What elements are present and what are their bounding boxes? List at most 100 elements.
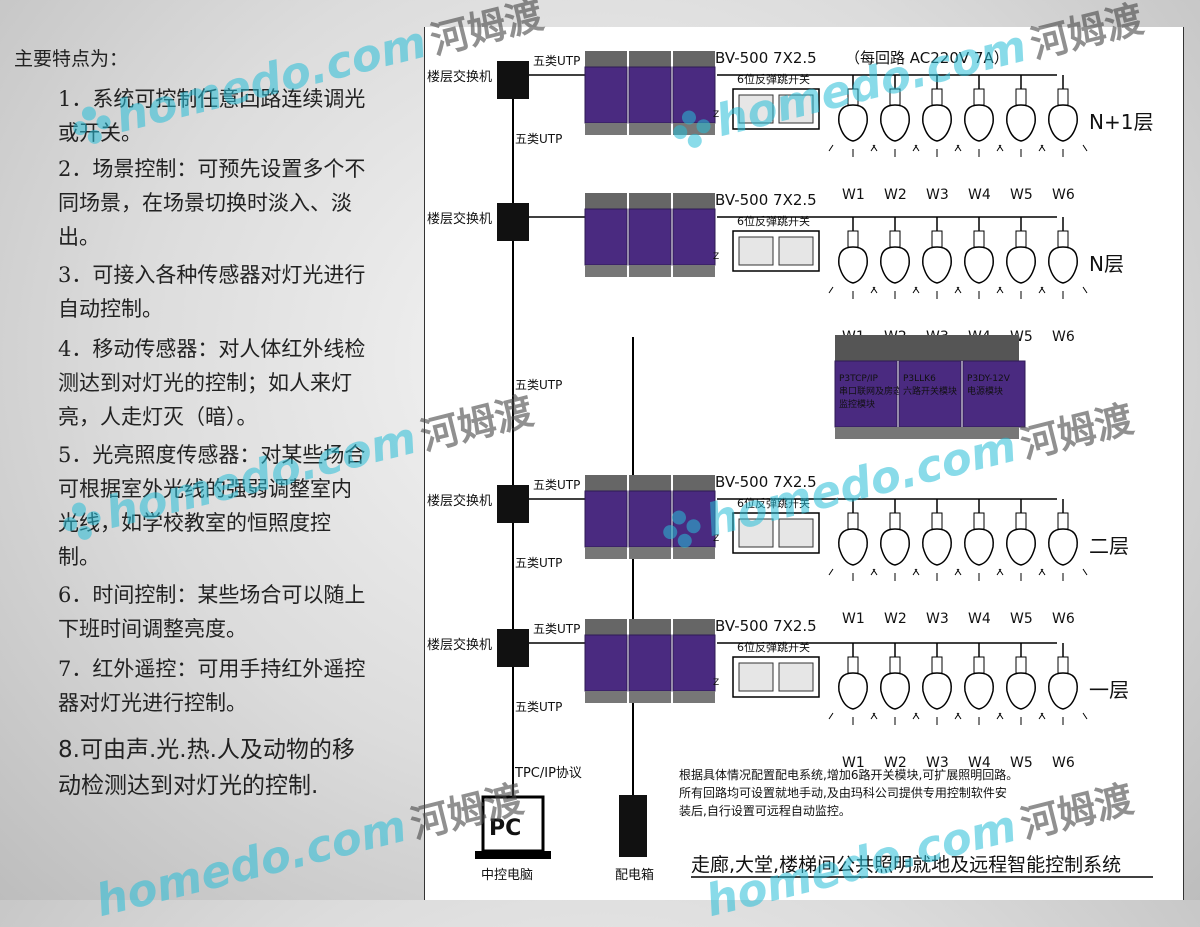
module-terminal-strip [629,619,671,635]
module-terminal-strip [673,265,715,277]
light-bulb-icon [1048,104,1078,142]
floor-switch-label: 楼层交换机 [427,493,492,509]
light-rays-icon [996,568,1046,581]
lamp-socket [1057,656,1069,674]
distribution-box [619,795,647,857]
module-detail-label: 串口联网及房态 [839,385,902,397]
lamp-socket [847,88,859,106]
module-detail-label: 六路开关模块 [903,385,957,397]
module-terminal-strip [585,619,627,635]
lamp-socket [931,88,943,106]
light-rays-icon [1038,568,1088,581]
distribution-box-caption: 配电箱 [615,867,654,883]
control-module [584,66,628,124]
relay-switch [778,94,814,124]
light-rays-icon [912,144,962,157]
module-detail-terminal-strip [835,335,1019,361]
relay-switch [778,662,814,692]
lamp-socket [973,88,985,106]
utp-label: 五类UTP [533,54,580,68]
floor-switch-box [497,203,529,241]
relay-z-mark: Z [713,534,719,544]
relay-switch [778,518,814,548]
floor-switch-label: 楼层交换机 [427,211,492,227]
utp-label: 五类UTP [515,700,562,714]
module-terminal-strip [673,619,715,635]
control-module [628,66,672,124]
lamp-socket [931,512,943,530]
relay-switch [778,236,814,266]
module-detail-terminal-strip [835,427,1019,439]
module-terminal-strip [673,51,715,67]
floor-switch-box [497,61,529,99]
utp-label: 五类UTP [515,556,562,570]
light-bulb-icon [880,528,910,566]
lamp-socket [889,88,901,106]
relay-switch-label: 6位反弹跳开关 [737,640,810,654]
lamp-label: W5 [1010,187,1033,203]
control-module [672,208,716,266]
pc-icon [475,851,551,859]
lamp-socket [847,656,859,674]
light-bulb-icon [964,528,994,566]
cable-note-label: （每回路 AC220V 7A） [845,49,1009,67]
module-terminal-strip [629,123,671,135]
lamp-socket [973,512,985,530]
feature-item-4: 4．移动传感器：对人体红外线检测达到对灯光的控制；如人来灯亮，人走灯灭（暗）。 [58,337,366,429]
lamp-label: W1 [842,187,865,203]
lamp-socket [973,230,985,248]
relay-switch-label: 6位反弹跳开关 [737,214,810,228]
light-rays-icon [1038,712,1088,725]
light-rays-icon [912,568,962,581]
floor-switch-box [497,629,529,667]
lamp-label: W4 [968,755,991,771]
module-detail-block [834,360,898,428]
lamp-label: W4 [968,611,991,627]
feature-item-2: 2．场景控制：可预先设置多个不同场景，在场景切换时淡入、淡出。 [58,157,366,249]
floor-name: N+1层 [1089,110,1153,134]
light-bulb-icon [964,246,994,284]
module-terminal-strip [629,193,671,209]
control-module [672,66,716,124]
module-terminal-strip [585,123,627,135]
module-terminal-strip [585,691,627,703]
lamp-socket [1015,512,1027,530]
module-terminal-strip [629,265,671,277]
light-rays-icon [912,712,962,725]
light-rays-icon [954,568,1004,581]
light-rays-icon [870,568,920,581]
light-rays-icon [954,286,1004,299]
lamp-label: W2 [884,755,907,771]
lamp-label: W3 [926,611,949,627]
lamp-socket [1057,512,1069,530]
feature-item-5: 5．光亮照度传感器：对某些场合可根据室外光线的强弱调整室内光线，如学校教室的恒照… [58,443,366,569]
lamp-label: W2 [884,187,907,203]
lamp-socket [1015,88,1027,106]
module-detail-label: 电源模块 [967,385,1003,397]
relay-switch [738,662,774,692]
lamp-label: W1 [842,755,865,771]
lamp-socket [931,656,943,674]
lamp-socket [847,230,859,248]
light-rays-icon [828,712,878,725]
light-rays-icon [870,144,920,157]
module-detail-block [962,360,1026,428]
light-rays-icon [996,144,1046,157]
floor-name: N层 [1089,252,1124,276]
lamp-socket [1057,88,1069,106]
cable-spec-label: BV-500 7X2.5 [715,617,817,635]
control-module [628,634,672,692]
module-terminal-strip [629,475,671,491]
diagram-note: 根据具体情况配置配电系统,增加6路开关模块,可扩展照明回路。 [679,767,1018,782]
light-bulb-icon [838,104,868,142]
utp-label: 五类UTP [533,622,580,636]
light-rays-icon [828,286,878,299]
lamp-label: W4 [968,187,991,203]
feature-item-8: 8.可由声.光.热.人及动物的移动检测达到对灯光的控制. [58,737,355,799]
relay-z-mark: Z [713,678,719,688]
light-bulb-icon [1006,528,1036,566]
utp-label: 五类UTP [515,378,562,392]
lamp-label: W5 [1010,755,1033,771]
lamp-label: W6 [1052,611,1075,627]
